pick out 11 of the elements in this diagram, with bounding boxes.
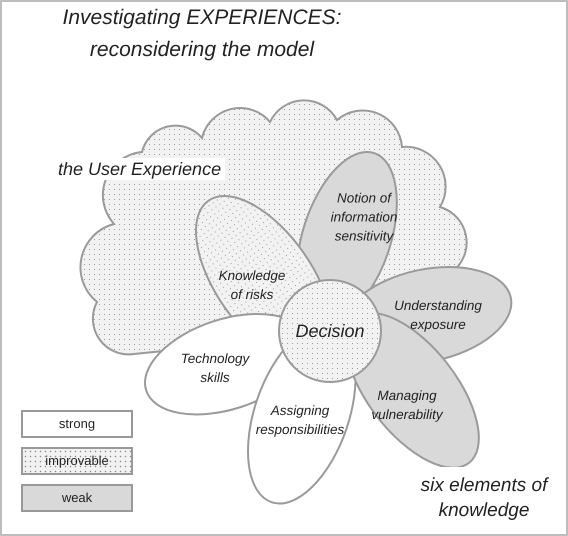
petal-label: Assigning responsibilities: [254, 402, 346, 439]
petal-label: Technology skills: [180, 350, 251, 387]
diagram-title: Investigating EXPERIENCES: reconsidering the model: [62, 5, 342, 63]
legend-swatch: improvable: [21, 447, 133, 475]
legend-swatch: strong: [21, 410, 133, 438]
petal-label: Understanding exposure: [393, 296, 483, 334]
center-label: Decision: [294, 320, 366, 342]
petal-label: Knowledge of risks: [218, 266, 286, 304]
legend-swatch: weak: [21, 484, 133, 512]
petal-label: Managing vulnerability: [370, 386, 444, 424]
petal-label: Notion of information sensitivity: [330, 189, 398, 246]
